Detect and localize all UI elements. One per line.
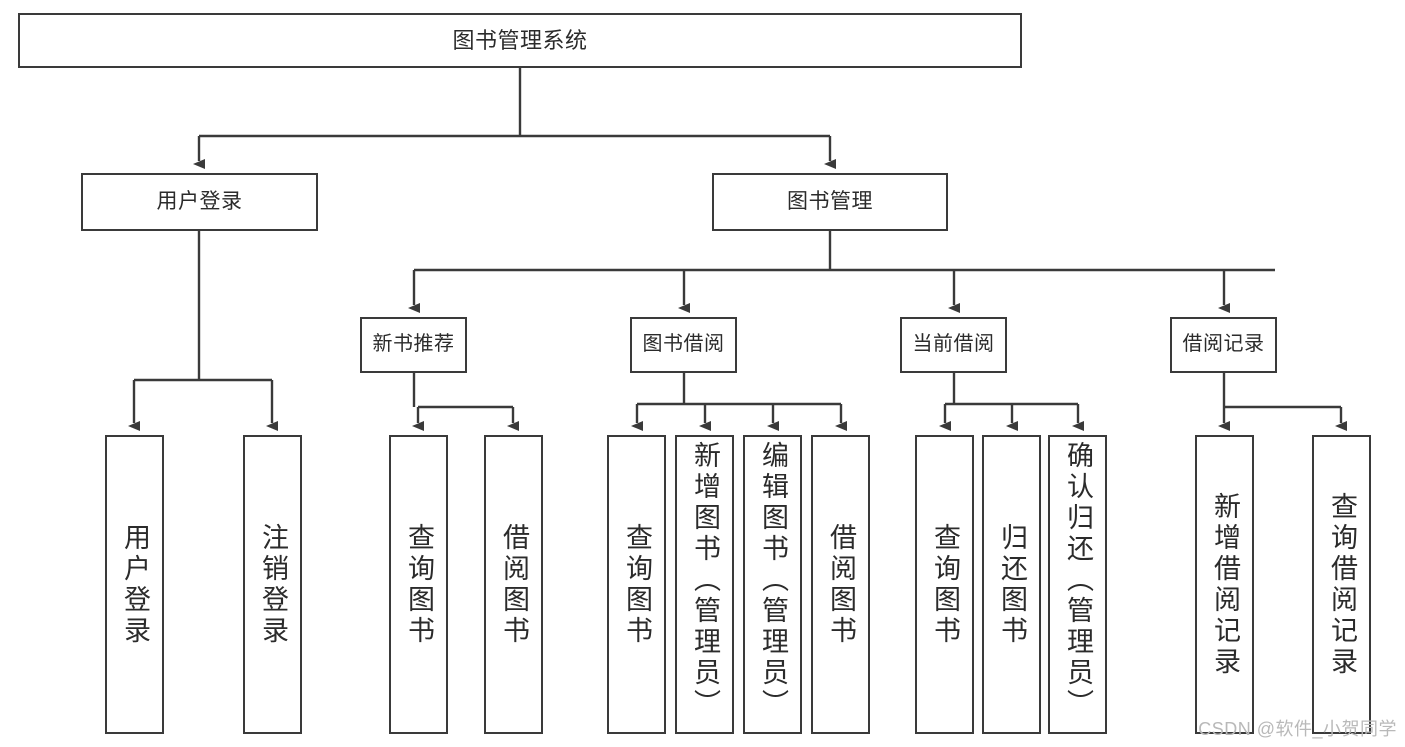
leaf-label: 编辑图书（管理员） xyxy=(758,441,788,720)
node-root-title[interactable]: 图书管理系统 xyxy=(18,13,1022,68)
leaf-label: 查询图书 xyxy=(404,522,434,647)
node-book-management[interactable]: 图书管理 xyxy=(712,173,948,231)
csdn-watermark: CSDN @软件_小贺同学 xyxy=(1198,719,1397,739)
leaf-confirm-return-admin[interactable]: 确认归还（管理员） xyxy=(1048,435,1107,734)
leaf-borrow-book[interactable]: 借阅图书 xyxy=(811,435,870,734)
node-borrow-record[interactable]: 借阅记录 xyxy=(1170,317,1277,373)
leaf-label: 借阅图书 xyxy=(826,522,856,647)
leaf-label: 新增借阅记录 xyxy=(1210,491,1240,678)
node-book-borrow[interactable]: 图书借阅 xyxy=(630,317,737,373)
leaf-user-login[interactable]: 用户登录 xyxy=(105,435,164,734)
node-borrow-record-label: 借阅记录 xyxy=(1182,333,1265,356)
leaf-query-book-current[interactable]: 查询图书 xyxy=(915,435,974,734)
leaf-borrow-book-recommend[interactable]: 借阅图书 xyxy=(484,435,543,734)
node-root-label: 图书管理系统 xyxy=(452,27,588,53)
leaf-add-borrow-record[interactable]: 新增借阅记录 xyxy=(1195,435,1254,734)
leaf-label: 确认归还（管理员） xyxy=(1063,441,1093,720)
leaf-label: 查询借阅记录 xyxy=(1327,491,1357,678)
leaf-query-borrow-record[interactable]: 查询借阅记录 xyxy=(1312,435,1371,734)
node-book-management-label: 图书管理 xyxy=(787,189,873,213)
node-user-login-label: 用户登录 xyxy=(156,189,243,213)
node-book-borrow-label: 图书借阅 xyxy=(642,333,725,356)
leaf-label: 借阅图书 xyxy=(499,522,529,647)
leaf-label: 查询图书 xyxy=(930,522,960,647)
leaf-label: 用户登录 xyxy=(120,522,150,647)
node-new-book-recommend[interactable]: 新书推荐 xyxy=(360,317,467,373)
node-user-login[interactable]: 用户登录 xyxy=(81,173,318,231)
leaf-label: 归还图书 xyxy=(997,522,1027,647)
node-new-book-recommend-label: 新书推荐 xyxy=(372,333,455,356)
leaf-label: 新增图书（管理员） xyxy=(690,441,720,720)
leaf-return-book[interactable]: 归还图书 xyxy=(982,435,1041,734)
leaf-logout[interactable]: 注销登录 xyxy=(243,435,302,734)
node-current-borrow-label: 当前借阅 xyxy=(912,333,995,356)
leaf-add-book-admin[interactable]: 新增图书（管理员） xyxy=(675,435,734,734)
leaf-query-book-borrow[interactable]: 查询图书 xyxy=(607,435,666,734)
leaf-edit-book-admin[interactable]: 编辑图书（管理员） xyxy=(743,435,802,734)
leaf-query-book-recommend[interactable]: 查询图书 xyxy=(389,435,448,734)
leaf-label: 查询图书 xyxy=(622,522,652,647)
node-current-borrow[interactable]: 当前借阅 xyxy=(900,317,1007,373)
leaf-label: 注销登录 xyxy=(258,522,288,647)
